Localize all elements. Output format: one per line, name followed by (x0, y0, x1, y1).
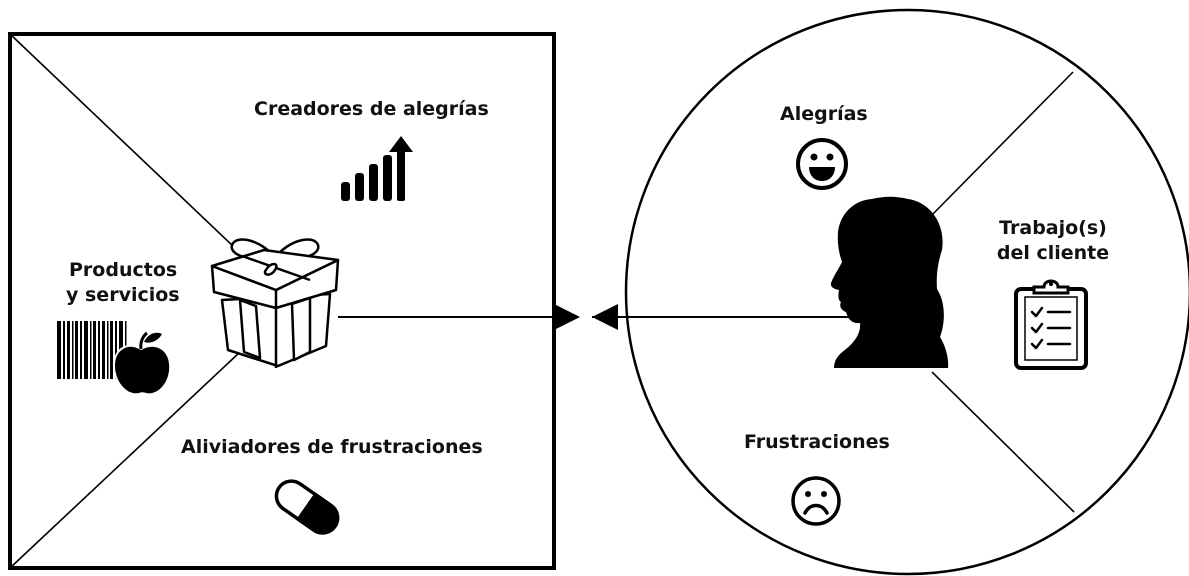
clipboard-checklist-icon (1014, 279, 1088, 370)
value-map-square (8, 32, 556, 570)
fit-arrow-left (554, 304, 580, 330)
pill-capsule-icon (274, 479, 340, 535)
jobs-label-line1: Trabajo(s) (999, 217, 1107, 239)
pain-relievers-label: Aliviadores de frustraciones (181, 436, 483, 458)
sad-face-icon (791, 476, 841, 526)
circle-divider-bottom (931, 371, 1075, 513)
products-label-line1: Productos (69, 259, 178, 281)
gains-label: Alegrías (780, 103, 868, 125)
customer-profile-circle (624, 8, 1189, 576)
products-label-line2: y servicios (66, 284, 180, 306)
gain-creators-label: Creadores de alegrías (254, 98, 489, 120)
barcode-apple-icon (57, 321, 172, 396)
value-map (8, 32, 556, 570)
pains-label: Frustraciones (744, 431, 890, 453)
smiley-face-icon (796, 138, 848, 190)
square-diagonal-bottom (9, 351, 241, 569)
woman-silhouette-icon (830, 196, 949, 368)
square-diagonal-top (9, 33, 256, 268)
bar-chart-arrow-icon (341, 136, 413, 201)
jobs-label-line2: del cliente (996, 242, 1110, 264)
gift-box-icon (210, 238, 340, 368)
customer-profile (592, 8, 1189, 576)
circle-divider-top (929, 71, 1074, 218)
